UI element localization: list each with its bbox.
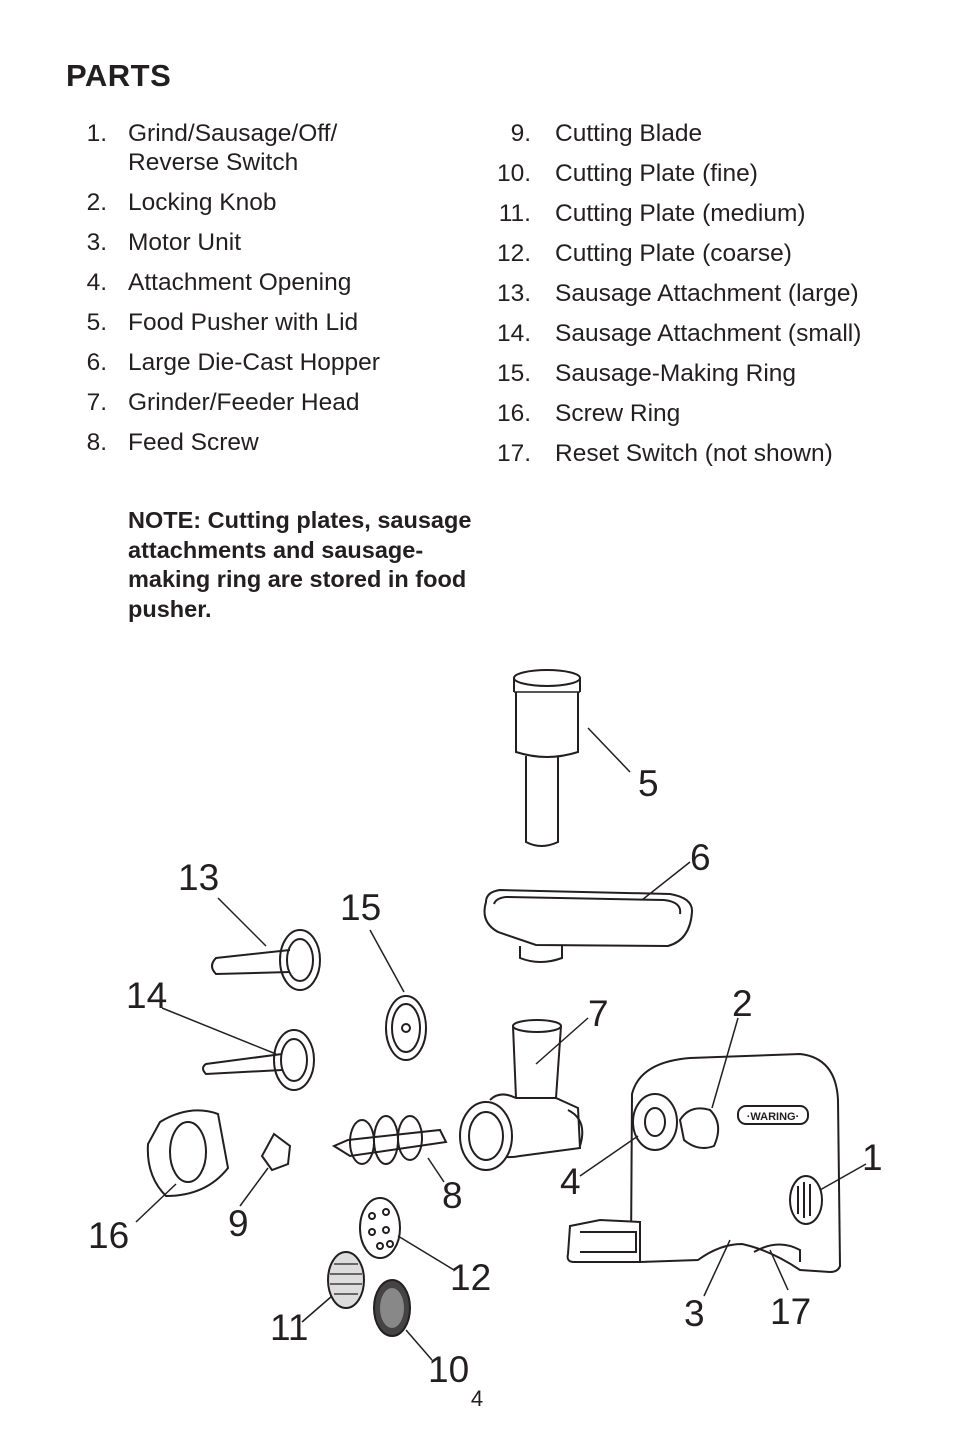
part-label: Screw Ring: [555, 400, 681, 427]
callout-numbers: 1 2 3 4 5 6 7 8 9 10 11 12 13 14 15 16 1…: [88, 763, 883, 1390]
part-label: Sausage Attachment (large): [555, 280, 859, 307]
callout-17: 17: [770, 1291, 811, 1332]
part-item-10: 10. Cutting Plate (fine): [492, 159, 902, 188]
parts-list-left: 1. Grind/Sausage/Off/ Reverse Switch 2. Lo…: [66, 119, 466, 457]
part-number: 7.: [86, 389, 107, 416]
part-item-3: 3. Motor Unit: [66, 228, 466, 257]
part-item-9: 9. Cutting Blade: [492, 119, 902, 148]
page-title: PARTS: [66, 58, 172, 93]
part-label: Cutting Plate (coarse): [555, 240, 792, 267]
part-number: 8.: [86, 429, 107, 456]
part-label: Cutting Plate (fine): [555, 160, 758, 187]
sausage-making-ring-illustration: [385, 995, 427, 1061]
sausage-attachment-large-illustration: [211, 929, 321, 991]
storage-note: NOTE: Cutting plates, sausage attachment…: [128, 507, 472, 622]
part-number: 13.: [496, 280, 531, 307]
part-item-6: 6. Large Die-Cast Hopper: [66, 348, 466, 377]
parts-list-right: 9.Cutting Blade 10.Cutting Plate (fine) …: [492, 119, 902, 468]
part-item-17: 17. Reset Switch (not shown): [492, 439, 902, 468]
part-item-2: 2. Locking Knob: [66, 188, 466, 217]
part-label: Sausage Attachment (small): [555, 320, 862, 347]
part-number: 1.: [86, 120, 107, 147]
cutting-plate-medium-illustration: [327, 1251, 365, 1309]
part-number: 3.: [86, 229, 107, 256]
callout-15: 15: [340, 887, 381, 928]
part-label: Locking Knob: [128, 189, 277, 216]
part-number: 15.: [496, 360, 531, 387]
callout-1: 1: [862, 1137, 883, 1178]
part-number: 11.: [498, 200, 531, 227]
part-item-4: 4. Attachment Opening: [66, 268, 466, 297]
callout-13: 13: [178, 857, 219, 898]
part-item-7: 7. Grinder/Feeder Head: [66, 388, 466, 417]
svg-text:·WARING·: ·WARING·: [747, 1111, 800, 1123]
part-label: Cutting Blade: [555, 120, 703, 147]
part-number: 12.: [496, 240, 531, 267]
callout-9: 9: [228, 1203, 249, 1244]
callout-4: 4: [560, 1161, 581, 1202]
part-item-12: 12. Cutting Plate (coarse): [492, 239, 902, 268]
part-label: Cutting Plate (medium): [555, 200, 806, 227]
callout-2: 2: [732, 983, 753, 1024]
part-item-16: 16. Screw Ring: [492, 399, 902, 428]
callout-14: 14: [126, 975, 167, 1016]
callout-7: 7: [588, 993, 609, 1034]
grinder-head-illustration: [459, 1019, 584, 1171]
part-item-14: 14. Sausage Attachment (small): [492, 319, 902, 348]
part-label: Reset Switch (not shown): [555, 440, 833, 467]
sausage-attachment-small-illustration: [202, 1029, 315, 1091]
part-label: Sausage-Making Ring: [555, 360, 797, 387]
part-label: Feed Screw: [128, 429, 259, 456]
callout-16: 16: [88, 1215, 129, 1256]
callout-3: 3: [684, 1293, 705, 1334]
motor-unit-illustration: ·WARING·: [566, 1052, 842, 1274]
part-number: 4.: [86, 269, 107, 296]
feed-screw-illustration: [331, 1115, 448, 1165]
part-number: 9.: [510, 120, 531, 147]
part-label: Grind/Sausage/Off/ Reverse Switch: [128, 120, 338, 176]
callout-8: 8: [442, 1175, 463, 1216]
part-item-8: 8. Feed Screw: [66, 428, 466, 457]
cutting-blade-illustration: [260, 1132, 292, 1172]
part-label: Motor Unit: [128, 229, 242, 256]
page-number: 4: [470, 1386, 484, 1411]
callout-12: 12: [450, 1257, 491, 1298]
part-number: 14.: [496, 320, 531, 347]
part-number: 6.: [86, 349, 107, 376]
leader-lines: [135, 727, 867, 1361]
cutting-plate-fine-illustration: [373, 1279, 411, 1337]
food-pusher-illustration: [513, 669, 581, 847]
part-label: Grinder/Feeder Head: [128, 389, 360, 416]
parts-diagram: ·WARING·: [88, 669, 883, 1390]
part-item-13: 13. Sausage Attachment (large): [492, 279, 902, 308]
callout-11: 11: [270, 1307, 308, 1348]
part-item-11: 11. Cutting Plate (medium): [492, 199, 902, 228]
part-number: 17.: [496, 440, 531, 467]
callout-5: 5: [638, 763, 659, 804]
part-number: 2.: [86, 189, 107, 216]
cutting-plate-coarse-illustration: [359, 1197, 401, 1259]
part-number: 10.: [496, 160, 531, 187]
hopper-illustration: [483, 888, 694, 963]
callout-6: 6: [690, 837, 711, 878]
part-item-15: 15. Sausage-Making Ring: [492, 359, 902, 388]
part-item-1: 1. Grind/Sausage/Off/ Reverse Switch: [66, 119, 466, 177]
part-label: Attachment Opening: [128, 269, 352, 296]
screw-ring-illustration: [146, 1109, 230, 1198]
part-label: Food Pusher with Lid: [128, 309, 359, 336]
part-item-5: 5. Food Pusher with Lid: [66, 308, 466, 337]
part-number: 5.: [86, 309, 107, 336]
callout-10: 10: [428, 1349, 469, 1390]
part-label: Large Die-Cast Hopper: [128, 349, 380, 376]
part-number: 16.: [496, 400, 531, 427]
